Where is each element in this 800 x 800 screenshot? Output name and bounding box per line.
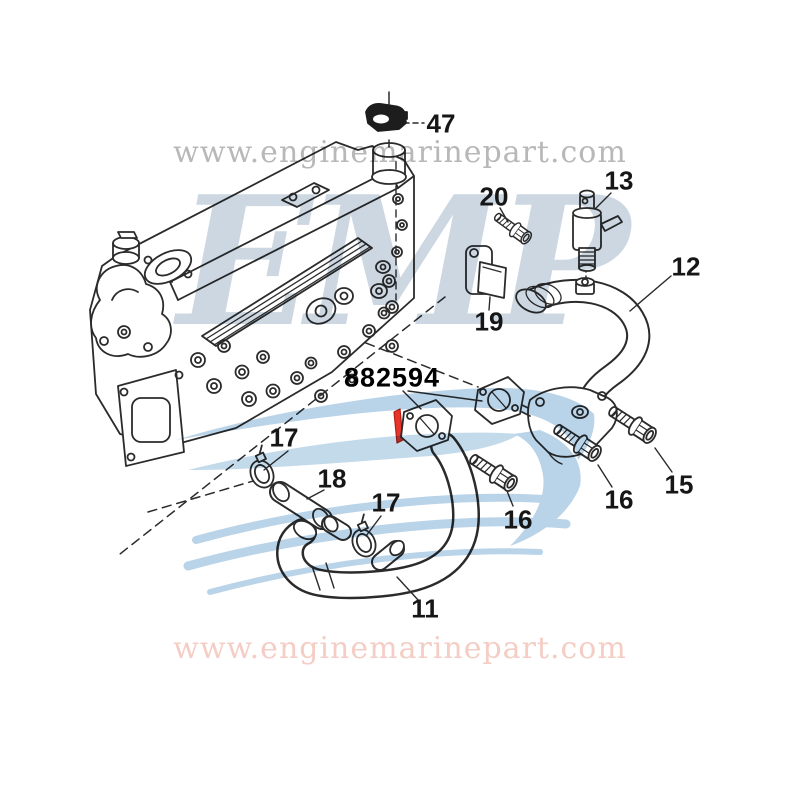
part-label-47: 47 xyxy=(426,108,456,139)
part-label-16-left: 16 xyxy=(503,504,533,535)
part-label-11: 11 xyxy=(411,593,439,624)
pressure-cap-47-drawing xyxy=(365,103,408,132)
part-label-18: 18 xyxy=(317,463,347,494)
part-label-19: 19 xyxy=(474,306,504,337)
part-label-17-right: 17 xyxy=(371,487,401,518)
drain-valve-13-drawing xyxy=(572,189,623,272)
bracket-19-drawing xyxy=(465,245,507,299)
highlighted-part-number: 882594 xyxy=(343,362,441,393)
part-label-13: 13 xyxy=(604,165,634,196)
thermostat-housing-drawing xyxy=(519,386,618,465)
part-label-15: 15 xyxy=(664,469,694,500)
part-label-16-right: 16 xyxy=(604,484,634,515)
engine-block-drawing xyxy=(89,91,415,467)
part-label-17-left: 17 xyxy=(269,422,299,453)
bolt-20-drawing xyxy=(490,208,535,248)
part-label-20: 20 xyxy=(479,181,509,212)
part-label-12: 12 xyxy=(671,251,701,282)
